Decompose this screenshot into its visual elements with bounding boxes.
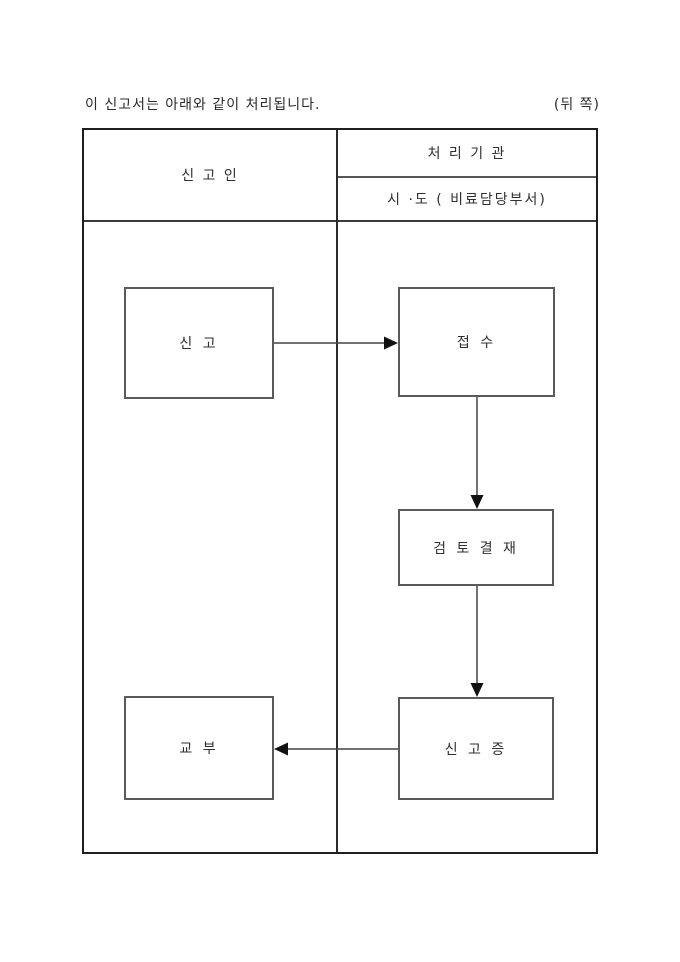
flow-box-receipt: 접 수 bbox=[398, 287, 555, 397]
reporter-header-cell: 신 고 인 bbox=[84, 130, 336, 220]
flow-box-report: 신 고 bbox=[124, 287, 274, 399]
agency-subheader-label: 시 ·도 ( 비료담당부서) bbox=[387, 192, 547, 208]
processing-note: 이 신고서는 아래와 같이 처리됩니다. bbox=[85, 97, 321, 113]
page-side-label: (뒤 쪽) bbox=[553, 97, 600, 113]
agency-subheader-divider bbox=[338, 176, 596, 178]
agency-header-cell: 처 리 기 관 bbox=[338, 130, 596, 176]
processing-note-row: 이 신고서는 아래와 같이 처리됩니다. (뒤 쪽) bbox=[85, 94, 600, 114]
reporter-header-label: 신 고 인 bbox=[181, 168, 239, 184]
flow-box-review: 검 토 결 재 bbox=[398, 509, 554, 586]
flow-box-issue-label: 교 부 bbox=[179, 741, 219, 757]
flow-box-issue: 교 부 bbox=[124, 696, 274, 800]
agency-header-label: 처 리 기 관 bbox=[427, 146, 507, 162]
column-divider bbox=[336, 130, 338, 852]
arrow-receipt-to-review bbox=[470, 397, 484, 509]
header-bottom-divider bbox=[84, 220, 596, 222]
flow-box-review-label: 검 토 결 재 bbox=[433, 540, 519, 557]
agency-subheader-cell: 시 ·도 ( 비료담당부서) bbox=[338, 178, 596, 220]
flow-box-receipt-label: 접 수 bbox=[456, 335, 497, 351]
flow-box-certificate: 신 고 증 bbox=[398, 697, 554, 800]
arrow-review-to-certificate bbox=[470, 586, 484, 697]
processing-table: 신 고 인 처 리 기 관 시 ·도 ( 비료담당부서) bbox=[82, 128, 598, 854]
flow-box-report-label: 신 고 bbox=[179, 336, 219, 352]
flow-box-certificate-label: 신 고 증 bbox=[444, 741, 508, 758]
